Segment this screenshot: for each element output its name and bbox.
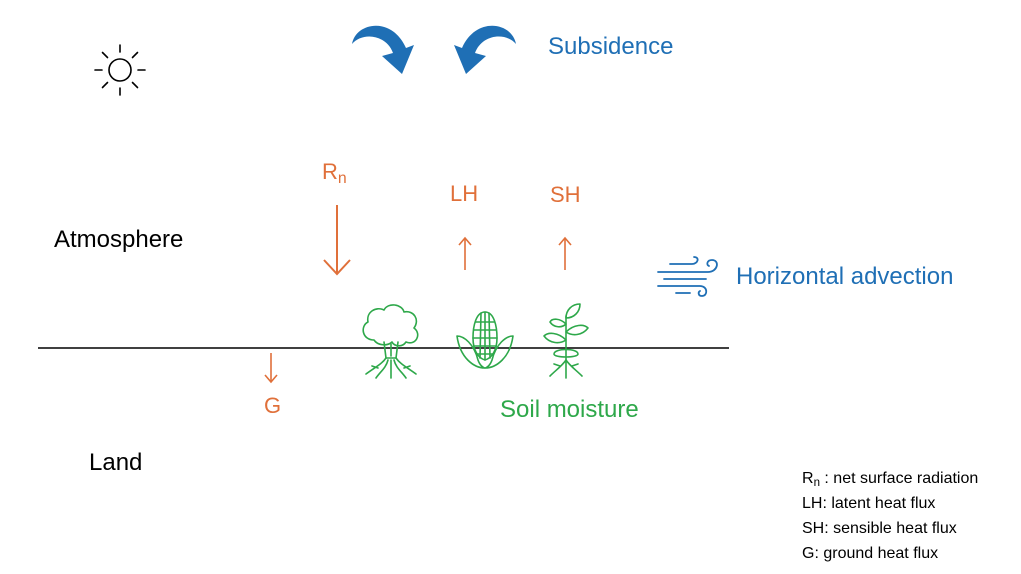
legend-rn: Rn : net surface radiation: [802, 470, 979, 489]
atmosphere-label: Atmosphere: [54, 226, 184, 253]
legend-sh: SH: sensible heat flux: [802, 520, 957, 537]
g-down-arrow: [264, 353, 278, 384]
subsidence-arrow-right-icon: [352, 25, 414, 74]
rn-label: Rn: [322, 159, 347, 187]
corn-icon: [456, 311, 514, 369]
sh-up-arrow: [558, 236, 572, 270]
subsidence-label: Subsidence: [548, 33, 674, 60]
sun-icon: [94, 44, 146, 96]
legend-lh: LH: latent heat flux: [802, 495, 936, 512]
legend-g: G: ground heat flux: [802, 545, 939, 562]
wind-icon: [657, 256, 718, 297]
lh-up-arrow: [458, 236, 472, 270]
tree-icon: [362, 304, 419, 379]
horizontal-advection-label: Horizontal advection: [736, 263, 954, 290]
sh-label: SH: [550, 182, 581, 207]
soil-moisture-label: Soil moisture: [500, 396, 639, 423]
seedling-icon: [543, 303, 589, 379]
land-label: Land: [89, 449, 143, 476]
rn-down-arrow: [323, 205, 351, 276]
lh-label: LH: [450, 181, 479, 206]
g-label: G: [264, 393, 282, 418]
subsidence-arrow-left-icon: [454, 25, 516, 74]
